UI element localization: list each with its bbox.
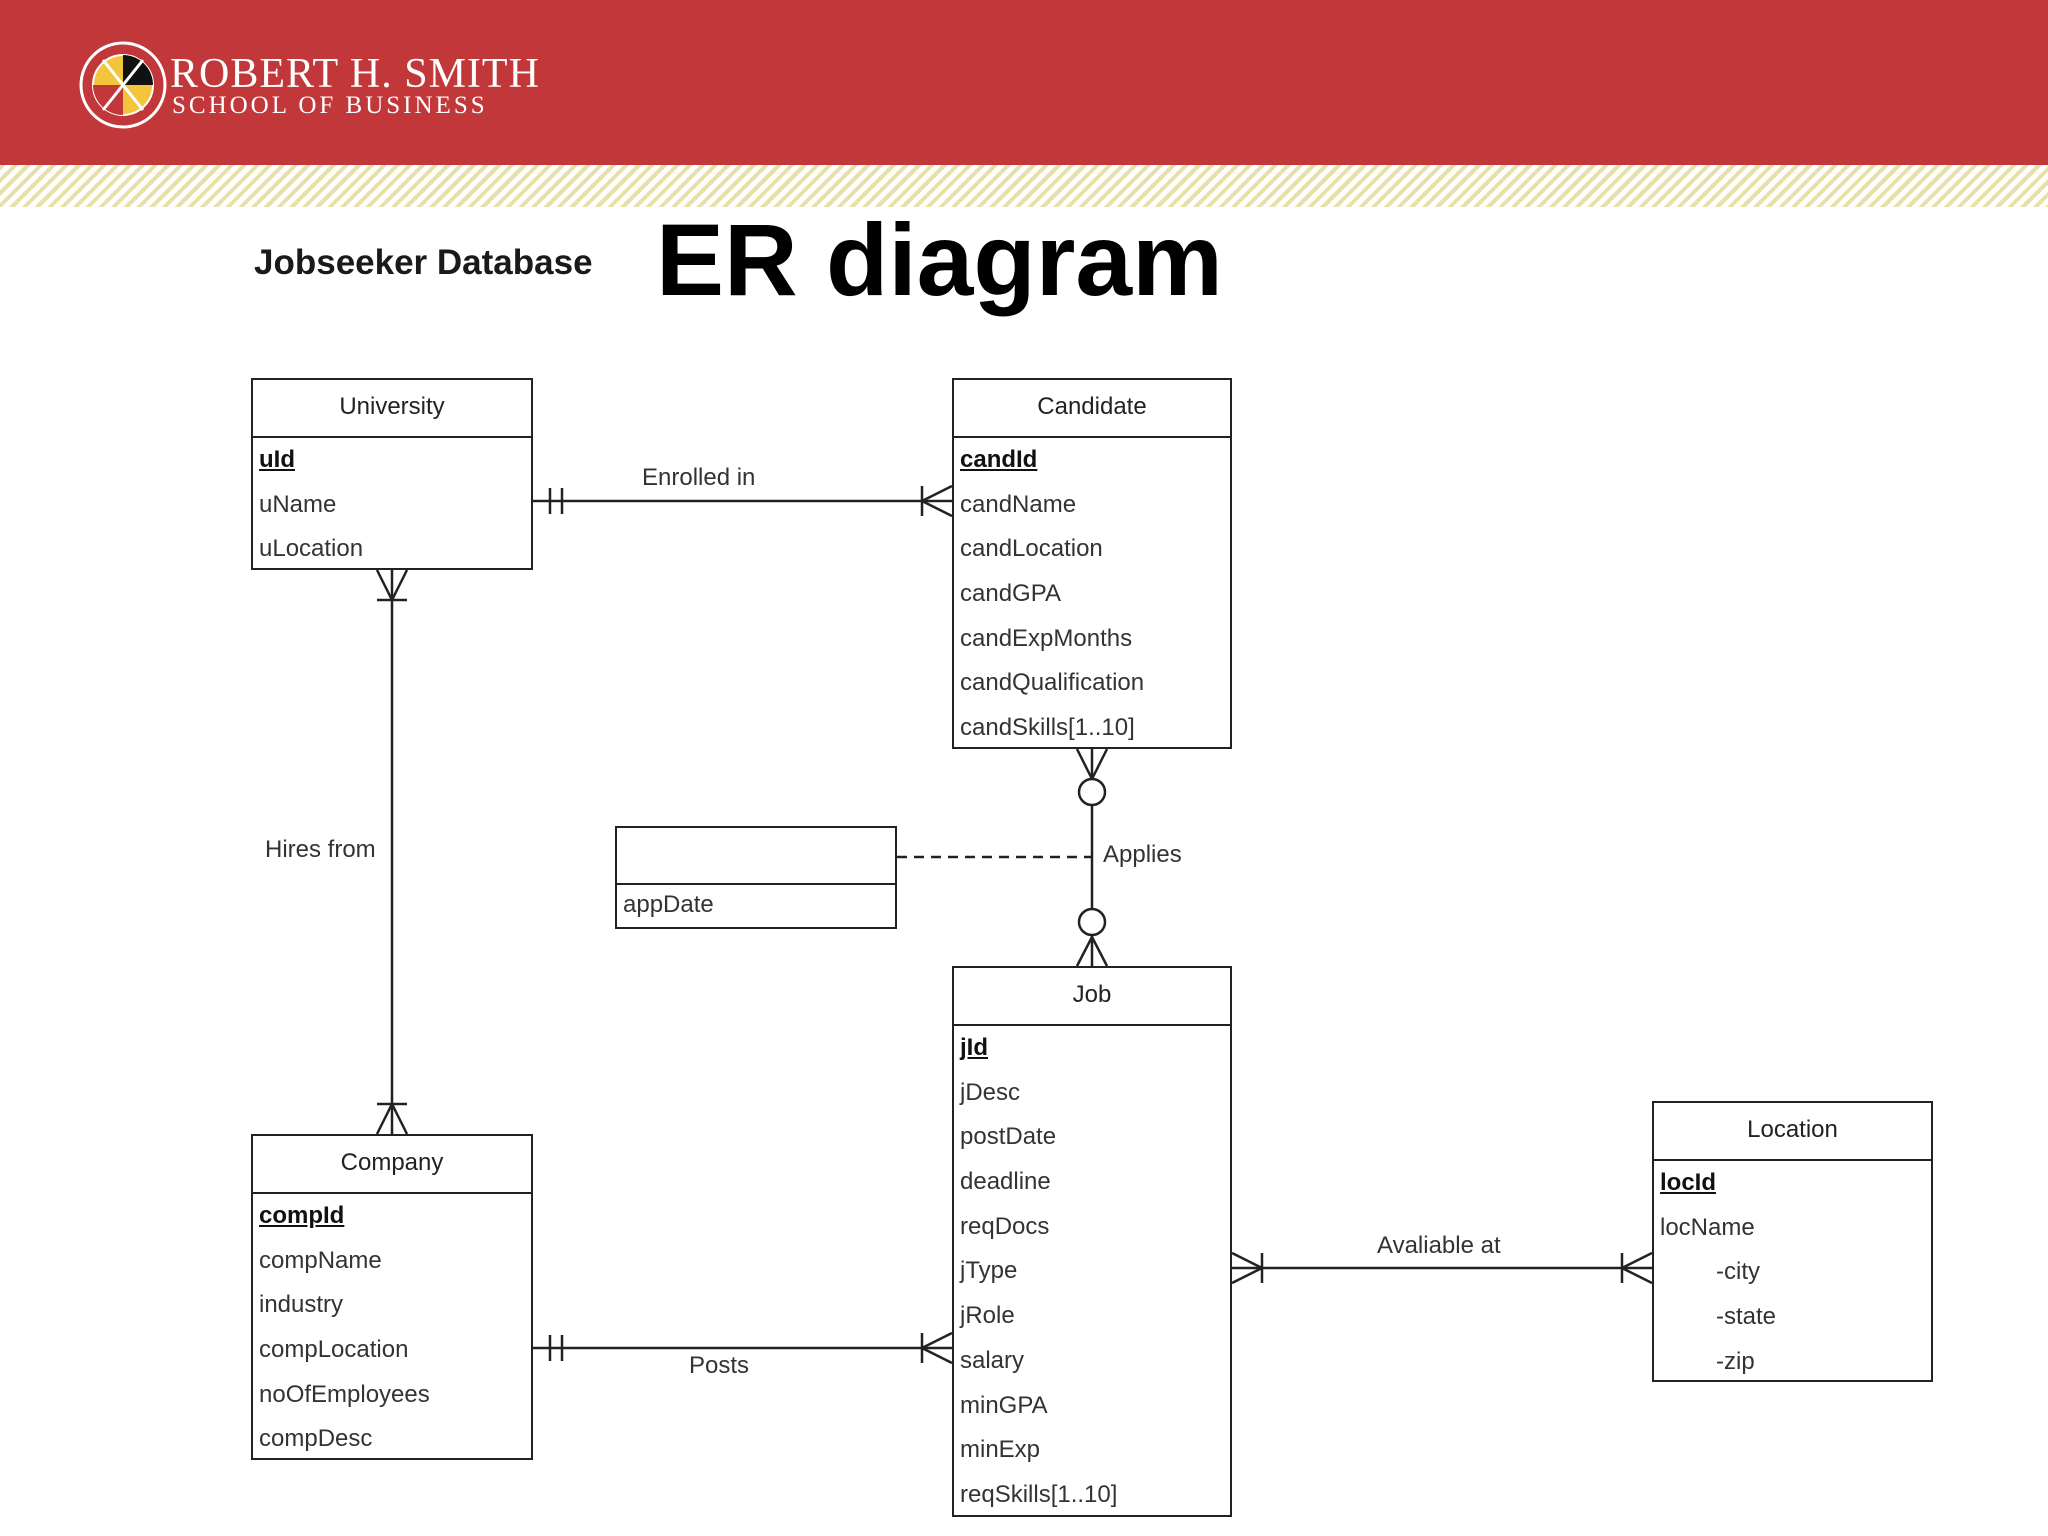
sub-attribute: -state	[1716, 1303, 1777, 1331]
entity-location: Location locId locName -city -state -zip	[1652, 1101, 1933, 1382]
page-subtitle: Jobseeker Database	[254, 243, 593, 282]
attribute: jDesc	[960, 1078, 1021, 1106]
attribute: compName	[259, 1246, 382, 1274]
attribute: reqDocs	[960, 1212, 1050, 1240]
header-stripe	[0, 165, 2048, 207]
attribute: jType	[960, 1257, 1018, 1285]
attribute: jRole	[960, 1302, 1015, 1330]
entity-candidate: Candidate candId candName candLocation c…	[952, 378, 1232, 749]
header-banner	[0, 0, 2048, 165]
university-seal-icon	[79, 41, 167, 129]
attribute: minExp	[960, 1436, 1041, 1464]
attribute: uLocation	[259, 535, 364, 563]
sub-attribute: -zip	[1716, 1347, 1755, 1375]
attribute: uName	[259, 490, 337, 518]
entity-name: Job	[954, 968, 1230, 1026]
sub-attribute: -city	[1716, 1258, 1760, 1286]
attribute: minGPA	[960, 1391, 1048, 1419]
school-subtitle: SCHOOL OF BUSINESS	[172, 92, 488, 119]
relationship-available-at: Avaliable at	[1377, 1232, 1501, 1259]
entity-name: Location	[1654, 1103, 1931, 1161]
entity-name: Candidate	[954, 380, 1230, 438]
primary-key-attribute: compId	[259, 1202, 345, 1229]
primary-key-attribute: jId	[960, 1034, 988, 1061]
entity-university: University uId uName uLocation	[251, 378, 533, 570]
attribute: appDate	[623, 891, 714, 918]
attribute: reqSkills[1..10]	[960, 1480, 1118, 1508]
attribute: candSkills[1..10]	[960, 714, 1135, 742]
relationship-posts: Posts	[689, 1352, 750, 1379]
attribute: candName	[960, 490, 1077, 518]
relationship-applies: Applies	[1103, 841, 1182, 868]
hires-from-connector	[375, 569, 409, 1135]
relationship-enrolled-in: Enrolled in	[642, 464, 756, 491]
attribute: candQualification	[960, 669, 1145, 697]
primary-key-attribute: uId	[259, 446, 295, 473]
attribute: candGPA	[960, 580, 1061, 608]
page-title: ER diagram	[656, 203, 1223, 317]
posts-connector	[533, 1331, 953, 1365]
attribute: noOfEmployees	[259, 1380, 430, 1408]
attribute: locName	[1660, 1213, 1755, 1241]
entity-job: Job jId jDesc postDate deadline reqDocs …	[952, 966, 1232, 1517]
attribute: postDate	[960, 1123, 1057, 1151]
primary-key-attribute: locId	[1660, 1169, 1717, 1196]
enrolled-in-connector	[533, 484, 953, 518]
available-at-connector	[1231, 1251, 1653, 1285]
attribute: compDesc	[259, 1425, 373, 1453]
entity-name: Company	[253, 1136, 531, 1194]
relationship-hires-from: Hires from	[265, 836, 376, 863]
attribute: candExpMonths	[960, 624, 1133, 652]
entity-company: Company compId compName industry compLoc…	[251, 1134, 533, 1460]
school-name: ROBERT H. SMITH	[170, 51, 540, 97]
entity-application: appDate	[615, 826, 897, 929]
attribute: compLocation	[259, 1336, 409, 1364]
attribute: salary	[960, 1346, 1025, 1374]
attribute: industry	[259, 1291, 344, 1319]
attribute: candLocation	[960, 535, 1103, 563]
primary-key-attribute: candId	[960, 446, 1038, 473]
entity-name: University	[253, 380, 531, 438]
entity-name	[617, 828, 895, 885]
attribute: deadline	[960, 1168, 1051, 1196]
applies-connector	[1075, 748, 1109, 967]
